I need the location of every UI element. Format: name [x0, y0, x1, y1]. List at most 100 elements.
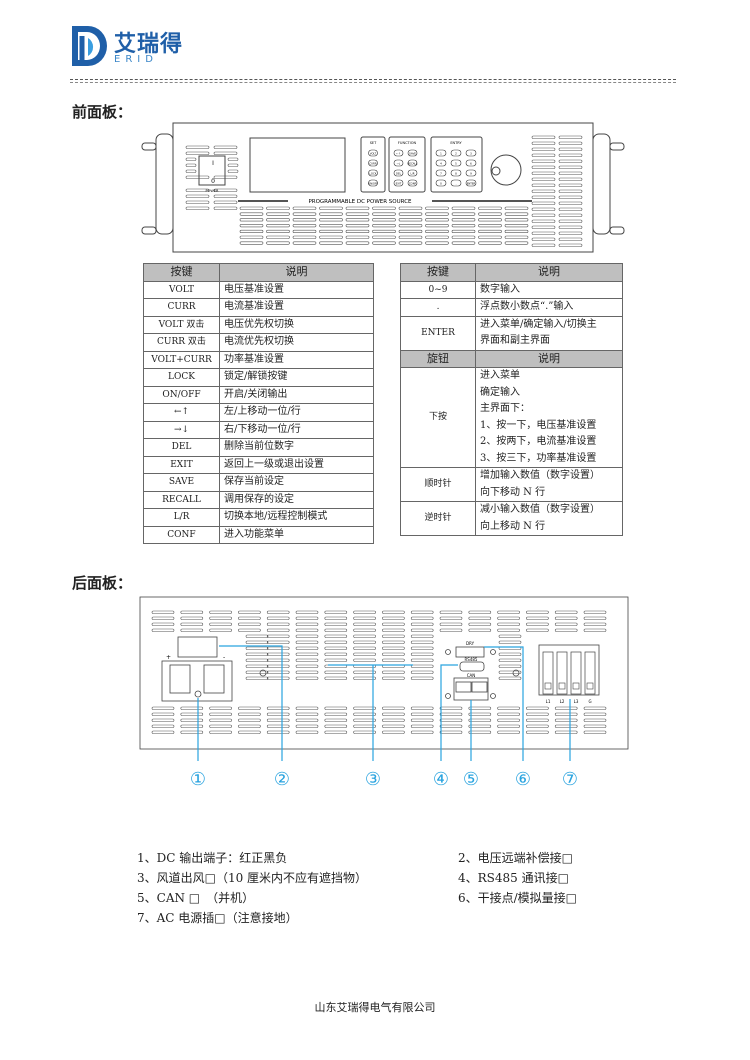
panel-key[interactable]: 3 [465, 149, 477, 157]
vent-slot [382, 616, 405, 620]
key-name: 下按 [400, 367, 476, 468]
panel-key[interactable]: EXIT [393, 179, 404, 187]
callout-number: ③ [365, 769, 381, 790]
vent-slot [324, 730, 348, 734]
vent-slot [478, 241, 502, 245]
vent-slot [425, 241, 449, 245]
vent-slot [353, 634, 376, 638]
panel-key[interactable]: DEL [393, 169, 404, 177]
vent-slot [185, 175, 210, 179]
svg-text:→↓: →↓ [396, 162, 400, 165]
panel-key[interactable]: 9 [465, 169, 477, 177]
vent-slot [498, 658, 522, 662]
vent-slot [185, 157, 197, 161]
panel-key[interactable]: ←↑ [393, 149, 404, 157]
panel-key[interactable]: . [450, 179, 462, 187]
key-description: 电流优先权切换 [219, 333, 374, 352]
panel-key[interactable]: 6 [465, 159, 477, 167]
vent-slot [245, 646, 269, 650]
vent-slot [410, 670, 434, 674]
vent-slot [295, 718, 319, 722]
power-switch[interactable] [198, 155, 226, 186]
panel-key[interactable]: CONF [407, 179, 418, 187]
vent-slot [410, 616, 434, 620]
vent-slot [504, 212, 529, 216]
panel-key[interactable]: ON/OFF [368, 179, 378, 187]
vent-slot [353, 730, 376, 734]
vent-slot [410, 730, 434, 734]
key-description: 进入菜单/确定输入/切换主界面和副主界面 [475, 315, 623, 351]
key-name: VOLT+CURR [143, 350, 220, 369]
vent-slot [554, 712, 578, 716]
vent-slot [468, 628, 492, 632]
vent-slot [209, 706, 232, 710]
panel-key[interactable]: CURR [368, 159, 378, 167]
panel-key[interactable]: 1 [435, 149, 447, 157]
vent-slot [531, 219, 556, 223]
vent-slot [531, 141, 556, 145]
legend-item: 6、干接点/模拟量接□ [458, 891, 578, 905]
panel-key[interactable]: 2 [450, 149, 462, 157]
vent-slot [324, 706, 348, 710]
header-divider [70, 79, 676, 80]
vent-slot [180, 718, 204, 722]
vent-slot [526, 724, 549, 728]
vent-slot [382, 634, 405, 638]
vent-slot [180, 724, 204, 728]
panel-key[interactable]: 7 [435, 169, 447, 177]
vent-slot [497, 712, 520, 716]
svg-text:3: 3 [470, 151, 472, 155]
vent-slot [295, 706, 319, 710]
vent-slot [209, 730, 232, 734]
rotary-knob[interactable] [490, 154, 522, 186]
vent-slot [554, 706, 578, 710]
panel-key[interactable]: LOCK [368, 169, 378, 177]
callout-number: ② [274, 769, 290, 790]
vent-slot [266, 610, 290, 614]
panel-key[interactable]: SAVE [407, 149, 418, 157]
vent-slot [382, 676, 405, 680]
panel-key[interactable]: 5 [450, 159, 462, 167]
svg-text:1: 1 [440, 151, 442, 155]
vent-slot [353, 706, 376, 710]
panel-key[interactable]: ENTER [465, 179, 477, 187]
key-name: VOLT [143, 280, 220, 299]
vent-slot [238, 730, 261, 734]
description-line: 向下移动 N 行 [480, 486, 546, 498]
vent-slot [526, 616, 549, 620]
panel-key[interactable]: 0 [435, 179, 447, 187]
vent-slot [451, 212, 476, 216]
panel-key[interactable]: VOLT [368, 149, 378, 157]
panel-key[interactable]: L/R [407, 169, 418, 177]
panel-key[interactable]: 4 [435, 159, 447, 167]
vent-slot [558, 231, 583, 235]
company-logo: 艾瑞得 ERID [70, 24, 190, 72]
key-description: 浮点数小数点“.”输入 [475, 298, 623, 317]
vent-slot [295, 712, 319, 716]
description-line: 减小输入数值（数字设置） [480, 504, 600, 515]
vent-slot [531, 177, 556, 181]
vent-slot [398, 218, 423, 222]
panel-key[interactable]: →↓ [393, 159, 404, 167]
can-label: CAN [467, 673, 476, 678]
key-description: 删除当前位数字 [219, 438, 374, 457]
vent-slot [266, 206, 290, 210]
panel-key[interactable]: 8 [450, 169, 462, 177]
vent-slot [345, 224, 370, 228]
vent-slot [266, 676, 290, 680]
vent-slot [295, 640, 319, 644]
vent-slot [498, 652, 522, 656]
callout-number: ④ [433, 769, 449, 790]
panel-key[interactable]: RECALL [408, 159, 418, 167]
svg-text:5: 5 [455, 161, 457, 165]
key-description: 右/下移动一位/行 [219, 420, 374, 439]
vent-slot [558, 195, 583, 199]
vent-slot [185, 194, 210, 198]
vent-slot [266, 658, 290, 662]
vent-slot [382, 658, 405, 662]
vent-slot [497, 616, 520, 620]
